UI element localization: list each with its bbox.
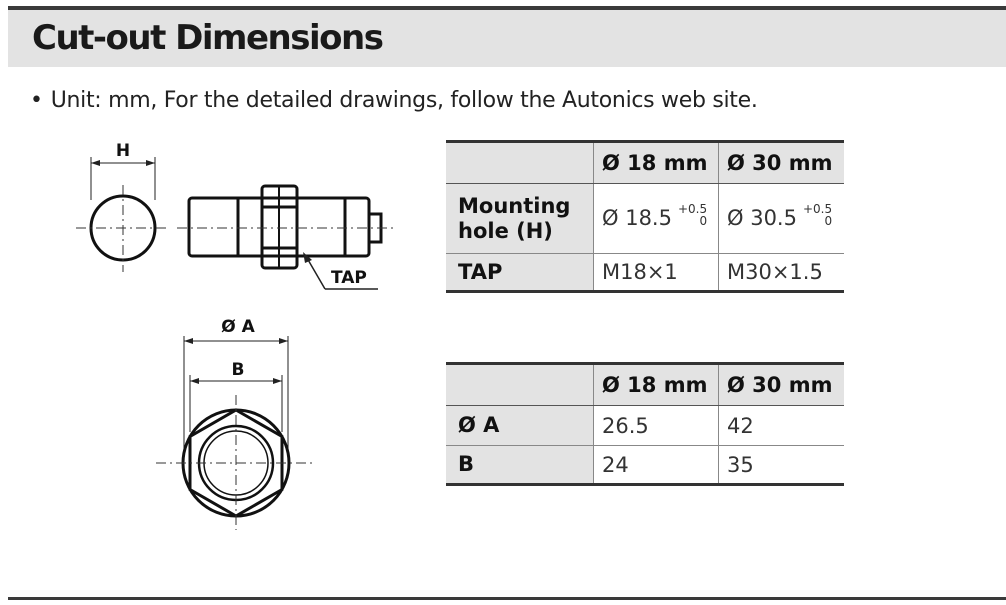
unit-note: • Unit: mm, For the detailed drawings, fo… bbox=[30, 88, 758, 113]
tap-arrow bbox=[303, 252, 312, 263]
col-header-30mm: Ø 30 mm bbox=[718, 140, 844, 184]
cell-b-30: 35 bbox=[718, 445, 844, 486]
table-header-row: Ø 18 mm Ø 30 mm bbox=[446, 362, 844, 406]
table-corner-cell bbox=[446, 140, 594, 184]
row-label-tap: TAP bbox=[446, 253, 594, 293]
col-header-18mm: Ø 18 mm bbox=[593, 140, 719, 184]
table-row: TAP M18×1 M30×1.5 bbox=[446, 253, 844, 293]
cell-a-30: 42 bbox=[718, 405, 844, 446]
cell-tap-30: M30×1.5 bbox=[718, 253, 844, 293]
cell-tap-18: M18×1 bbox=[593, 253, 719, 293]
section-header: Cut-out Dimensions bbox=[8, 10, 1006, 67]
cell-a-18: 26.5 bbox=[593, 405, 719, 446]
row-label-b: B bbox=[446, 445, 594, 486]
unit-note-text: Unit: mm, For the detailed drawings, fol… bbox=[50, 88, 758, 113]
hex-nut-drawing bbox=[156, 336, 316, 530]
bullet: • bbox=[30, 88, 43, 113]
sensor-side-view bbox=[187, 184, 383, 270]
table-row: Ø A 26.5 42 bbox=[446, 405, 844, 446]
label-h: H bbox=[116, 141, 130, 161]
table-corner-cell bbox=[446, 362, 594, 406]
label-a: Ø A bbox=[221, 317, 255, 337]
mounting-hole-drawing bbox=[76, 157, 170, 272]
table-row: B 24 35 bbox=[446, 445, 844, 486]
table-header-row: Ø 18 mm Ø 30 mm bbox=[446, 140, 844, 184]
label-tap: TAP bbox=[331, 268, 367, 288]
cell-b-18: 24 bbox=[593, 445, 719, 486]
tap-leader bbox=[306, 257, 326, 290]
nut-dimension-table: Ø 18 mm Ø 30 mm Ø A 26.5 42 B 24 35 bbox=[446, 362, 844, 486]
mounting-hole-table: Ø 18 mm Ø 30 mm Mounting hole (H) Ø 18.5… bbox=[446, 140, 844, 293]
label-b: B bbox=[232, 360, 245, 380]
row-label-mounting-hole: Mounting hole (H) bbox=[446, 183, 594, 254]
section-title: Cut-out Dimensions bbox=[32, 18, 384, 58]
col-header-30mm: Ø 30 mm bbox=[718, 362, 844, 406]
col-header-18mm: Ø 18 mm bbox=[593, 362, 719, 406]
bottom-rule bbox=[8, 597, 1006, 600]
row-label-a: Ø A bbox=[446, 405, 594, 446]
top-rule bbox=[8, 6, 1006, 10]
